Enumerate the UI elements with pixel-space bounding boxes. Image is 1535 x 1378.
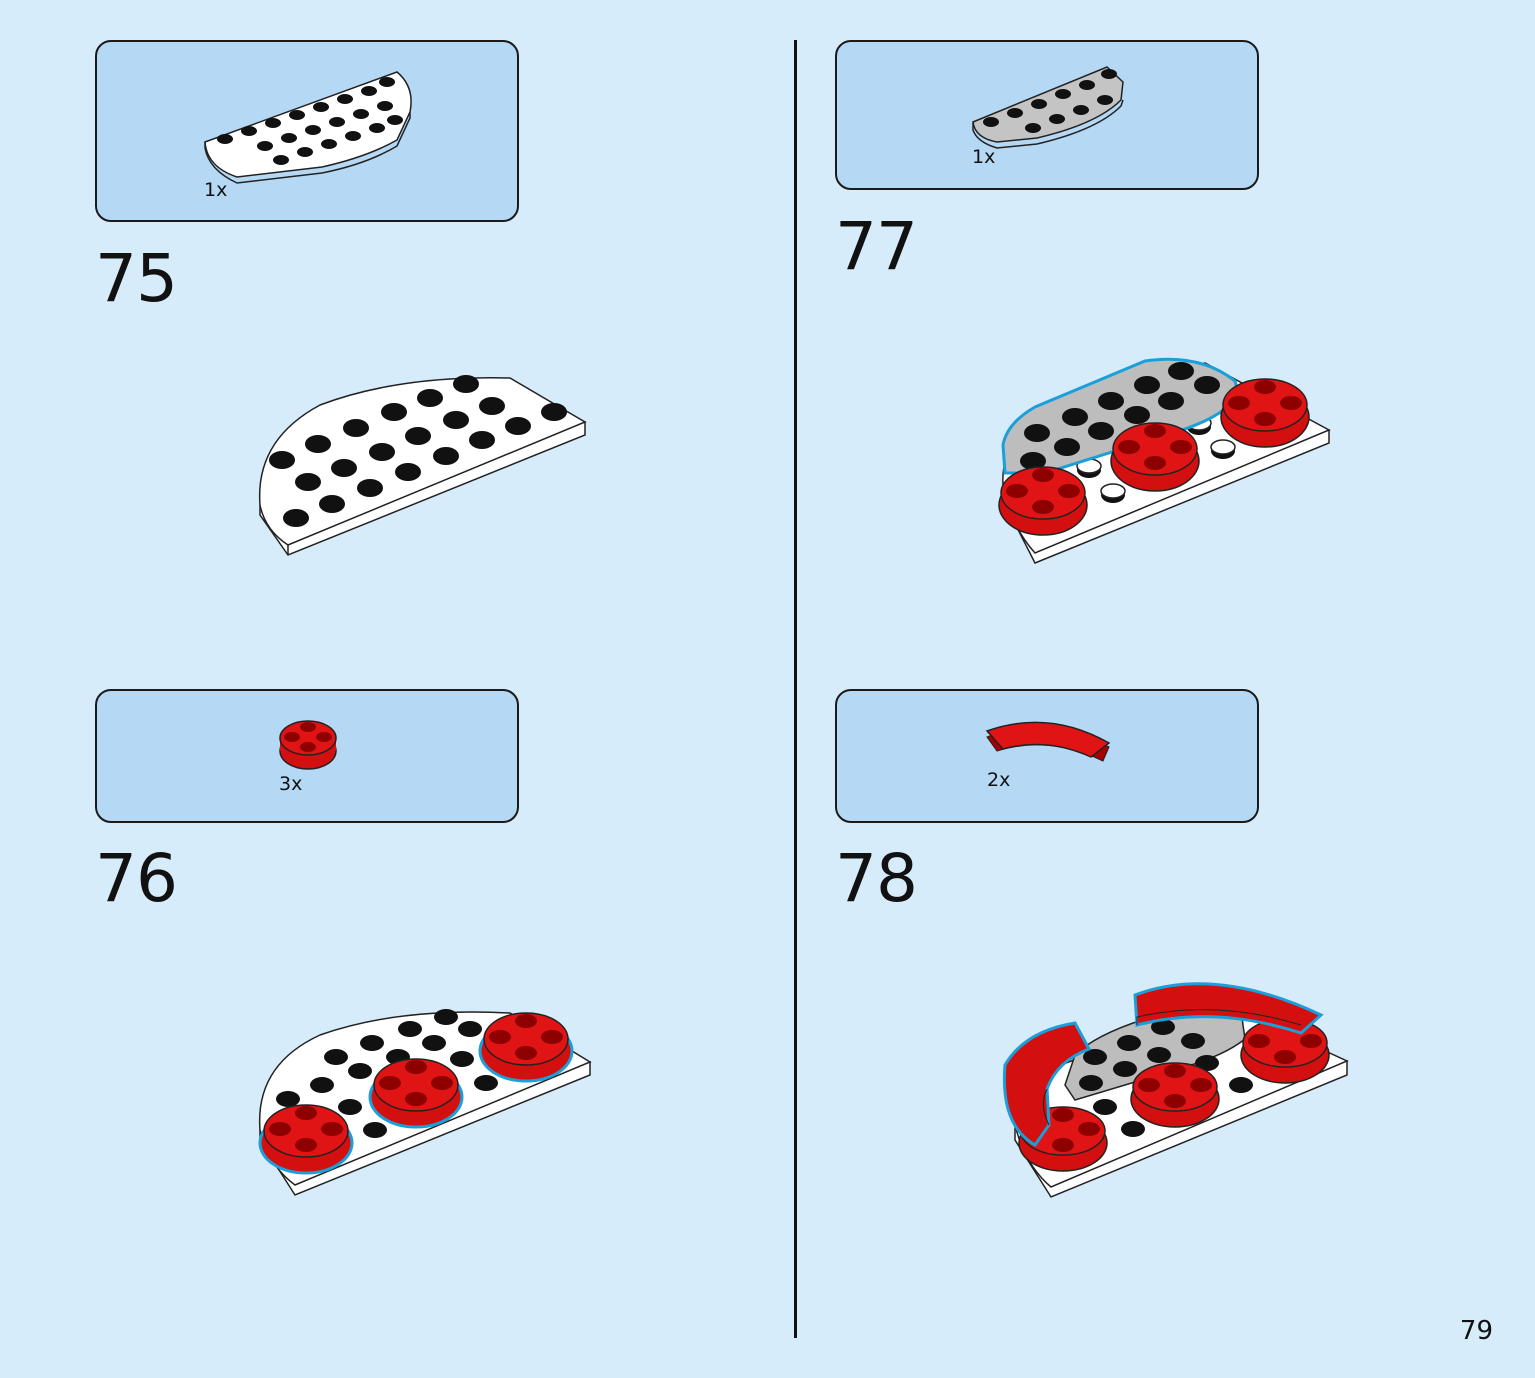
parts-callout-step-78: 2x [835,689,1259,823]
part-quantity: 1x [972,146,996,168]
part-quantity: 2x [987,769,1011,791]
step-number: 76 [95,840,178,917]
grey-curved-plate-icon [972,66,1124,149]
step-76-model-illustration [258,1009,592,1196]
step-77-model-illustration [998,357,1331,564]
red-curved-tile-icon [985,721,1111,762]
white-half-round-plate-icon [204,71,412,184]
page-number: 79 [1459,1316,1493,1346]
step-number: 77 [835,208,918,285]
column-divider [794,40,797,1338]
step-number: 78 [835,840,918,917]
step-75-model-illustration [258,375,587,556]
red-round-plate-icon [279,720,337,770]
parts-callout-step-76: 3x [95,689,519,823]
parts-callout-step-75: 1x [95,40,519,222]
part-quantity: 1x [204,179,228,201]
step-number: 75 [95,240,178,317]
parts-callout-step-77: 1x [835,40,1259,190]
step-78-model-illustration [1002,982,1349,1198]
part-quantity: 3x [279,773,303,795]
